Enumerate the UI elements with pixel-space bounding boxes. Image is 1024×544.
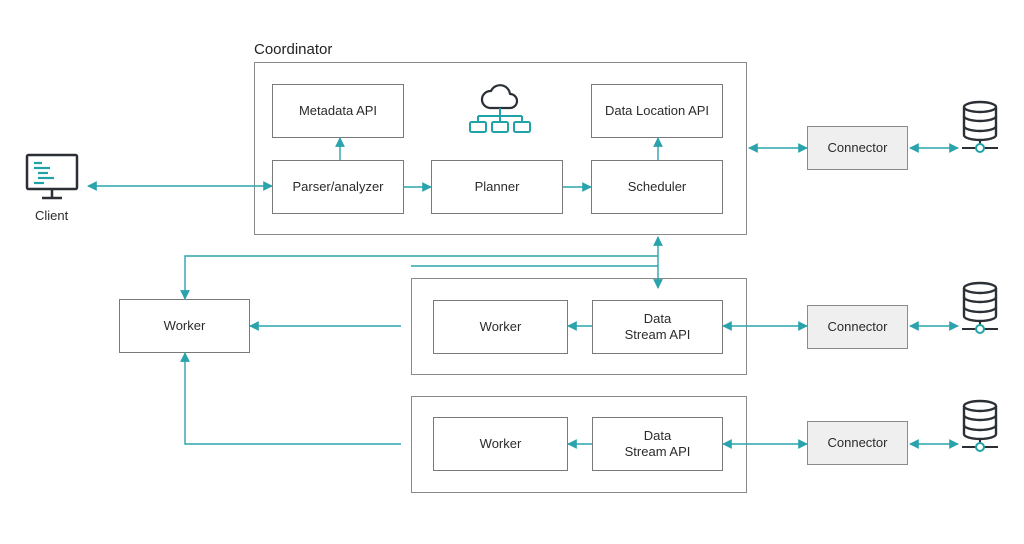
worker-node-2-worker-box[interactable]: Worker: [433, 417, 568, 471]
data-stream-api-line2: Stream API: [624, 327, 691, 342]
client-label: Client: [35, 208, 69, 223]
connector-worker-1[interactable]: Connector: [807, 305, 908, 349]
connector-worker-2[interactable]: Connector: [807, 421, 908, 465]
data-location-api-box[interactable]: Data Location API: [591, 84, 723, 138]
monitor-code-icon: [25, 153, 79, 200]
data-stream-api-line1: Data: [643, 428, 672, 443]
connector-coordinator[interactable]: Connector: [807, 126, 908, 170]
cloud-network-icon: [469, 84, 531, 133]
database-icon: [962, 399, 998, 452]
planner-box[interactable]: Planner: [431, 160, 563, 214]
scheduler-box[interactable]: Scheduler: [591, 160, 723, 214]
metadata-api-box[interactable]: Metadata API: [272, 84, 404, 138]
data-stream-api-line2: Stream API: [624, 444, 691, 459]
coordinator-title: Coordinator: [254, 41, 333, 58]
worker-node-1-worker-box[interactable]: Worker: [433, 300, 568, 354]
parser-analyzer-box[interactable]: Parser/analyzer: [272, 160, 404, 214]
data-stream-api-line1: Data: [643, 311, 672, 326]
worker-node-2-data-stream-api-box[interactable]: Data Stream API: [592, 417, 723, 471]
worker-node-1-data-stream-api-box[interactable]: Data Stream API: [592, 300, 723, 354]
database-icon: [962, 281, 998, 334]
database-icon: [962, 100, 998, 153]
worker-left-box[interactable]: Worker: [119, 299, 250, 353]
